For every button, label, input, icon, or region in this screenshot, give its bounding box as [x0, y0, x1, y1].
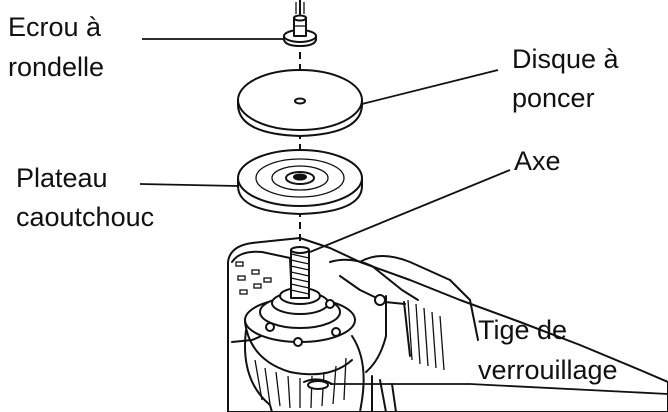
label-disque-line2: poncer: [512, 83, 595, 113]
label-tige-line1: Tige de: [478, 315, 567, 345]
label-plateau-line1: Plateau: [16, 163, 108, 193]
label-tige-line2: verrouillage: [478, 355, 618, 385]
label-disque-line1: Disque à: [512, 44, 620, 74]
axe-leader-line: [309, 169, 511, 253]
washer-nut: [283, 0, 317, 47]
disque-leader-line: [361, 69, 499, 105]
label-plateau-line2: caoutchouc: [16, 202, 154, 232]
tige-leader-line: [330, 383, 668, 395]
label-axe: Axe: [514, 146, 561, 176]
sanding-disc: [237, 69, 363, 137]
rubber-pad: [237, 149, 363, 215]
plateau-leader-line: [139, 183, 239, 187]
spindle: [290, 246, 310, 299]
label-ecrou-line1: Ecrou à: [8, 12, 102, 42]
label-ecrou-line2: rondelle: [8, 52, 104, 82]
